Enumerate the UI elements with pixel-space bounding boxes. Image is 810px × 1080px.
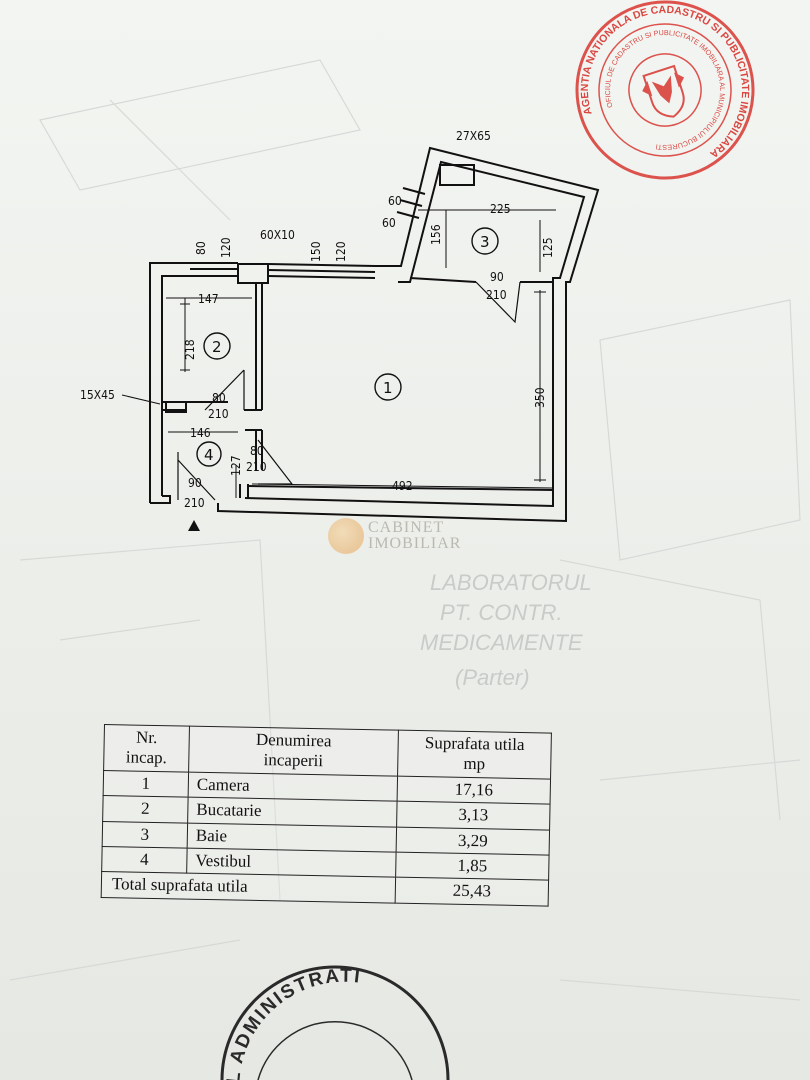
dim-room-width: 492 — [392, 479, 413, 493]
dim-kitchen-door-h: 210 — [208, 407, 229, 421]
background-text-1: LABORATORUL — [430, 570, 592, 595]
room-1-circle — [374, 373, 402, 401]
dim-vestibule-door-w: 80 — [250, 444, 264, 458]
room-1-label: 1 — [383, 379, 393, 397]
dim-kitchen-width: 147 — [198, 292, 219, 306]
dim-entry-door-h: 210 — [184, 496, 205, 510]
dim-bath-door-h: 210 — [486, 288, 507, 302]
header-area: Suprafata utila mp — [397, 730, 552, 779]
entrance-arrow-icon — [188, 520, 200, 531]
cell-name: Baie — [187, 822, 397, 853]
dimension-lines — [121, 209, 556, 498]
administration-stamp: UL ADMINISTRATI — [220, 965, 450, 1080]
total-label: Total suprafata utila — [101, 871, 396, 903]
coat-of-arms-icon — [642, 64, 685, 118]
header-name-line2: incaperii — [263, 750, 324, 771]
header-nr-line1: Nr. — [135, 727, 158, 748]
total-value: 25,43 — [395, 877, 549, 906]
dim-kitchen-door-w: 80 — [212, 391, 226, 405]
dim-vent: 60X10 — [260, 228, 295, 242]
walls — [149, 146, 600, 523]
dim-vestibule-width: 146 — [190, 426, 211, 440]
cell-area: 17,16 — [397, 775, 551, 805]
header-nr-line2: incap. — [125, 747, 168, 768]
dim-bath-window-h: 60 — [382, 216, 396, 230]
cell-area: 3,29 — [396, 826, 550, 856]
room-4-circle — [196, 441, 222, 467]
room-3-circle — [471, 227, 499, 255]
cell-area: 3,13 — [396, 801, 551, 830]
header-name: Denumirea incaperii — [188, 726, 399, 776]
admin-stamp-text: UL ADMINISTRATI — [223, 966, 361, 1080]
cell-name: Camera — [188, 771, 398, 802]
cell-nr: 1 — [103, 770, 189, 798]
background-text-4: (Parter) — [455, 665, 530, 690]
area-table: Nr. incap. Denumirea incaperii Suprafata… — [100, 724, 552, 907]
cell-name: Vestibul — [186, 848, 397, 878]
cell-area: 1,85 — [395, 852, 550, 881]
room-4-label: 4 — [204, 446, 214, 464]
dim-room-window-h: 120 — [334, 241, 348, 262]
dim-bath-side: 125 — [541, 237, 555, 258]
dim-duct: 15X45 — [80, 388, 115, 402]
cell-nr: 4 — [101, 846, 188, 874]
dim-kitchen-window-h: 120 — [219, 237, 233, 258]
brand-logo-icon — [328, 518, 364, 554]
room-2-label: 2 — [212, 338, 222, 356]
background-text-3: MEDICAMENTE — [420, 630, 583, 655]
dim-kitchen-window-w: 80 — [194, 241, 208, 255]
cadastral-stamp: AGENTIA NATIONALA DE CADASTRU SI PUBLICI… — [557, 0, 773, 195]
dim-bath-door-w: 90 — [490, 270, 504, 284]
brand-line-1: CABINET — [368, 519, 445, 536]
header-nr: Nr. incap. — [103, 724, 190, 772]
dim-bath-depth: 156 — [429, 224, 443, 245]
dim-entry-door-w: 90 — [188, 476, 202, 490]
dim-room-depth: 350 — [533, 387, 547, 408]
cell-nr: 2 — [102, 795, 189, 823]
room-3-label: 3 — [480, 233, 490, 251]
dim-chimney: 27X65 — [456, 129, 491, 143]
background-lines — [9, 59, 801, 1001]
brand-line-2: IMOBILIAR — [368, 535, 462, 552]
dim-vestibule-door-h: 210 — [246, 460, 267, 474]
cell-name: Bucatarie — [187, 797, 398, 827]
dim-room-window-w: 150 — [309, 241, 323, 262]
brand-watermark: CABINET IMOBILIAR — [328, 518, 461, 554]
header-area-line2: mp — [463, 754, 486, 774]
dim-bath-window-w: 60 — [388, 194, 402, 208]
header-area-line1: Suprafata utila — [424, 733, 525, 755]
svg-text:UL ADMINISTRATI: UL ADMINISTRATI — [223, 966, 363, 1080]
background-text-2: PT. CONTR. — [440, 600, 563, 625]
room-2-circle — [203, 332, 231, 360]
dim-kitchen-depth: 218 — [183, 339, 197, 360]
dim-vestibule-depth: 127 — [229, 455, 243, 476]
dim-bath-width: 225 — [490, 202, 511, 216]
cell-nr: 3 — [102, 821, 188, 849]
